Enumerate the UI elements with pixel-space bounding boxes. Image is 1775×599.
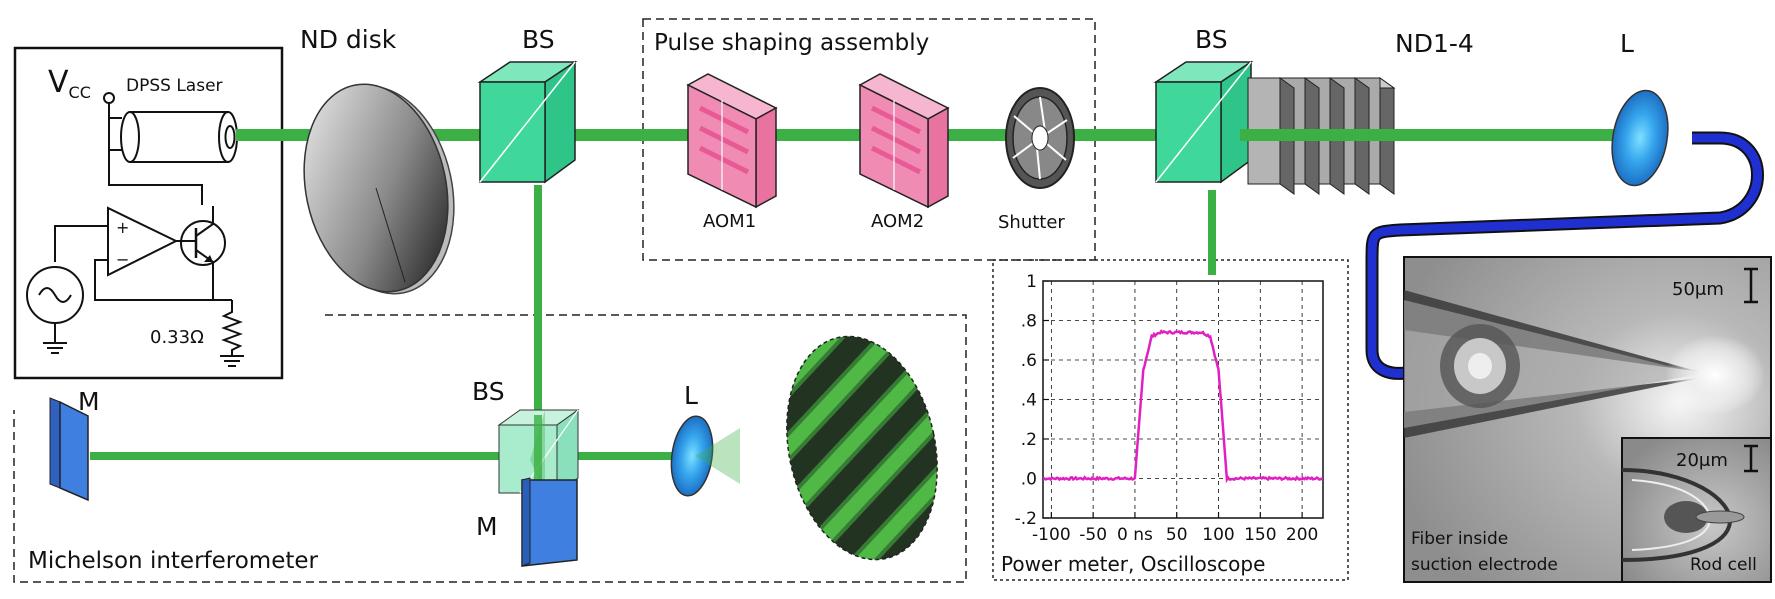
mirror-1 — [49, 397, 89, 502]
y-tick-label: .4 — [1021, 391, 1037, 411]
opamp-minus-label: − — [116, 250, 129, 269]
nd-disk-label: ND disk — [300, 25, 397, 54]
x-tick-label: -50 — [1079, 525, 1107, 545]
aom1-label: AOM1 — [703, 211, 756, 232]
scale-50-label: 50μm — [1672, 279, 1724, 300]
michelson-box — [13, 314, 967, 583]
nd14-label: ND1-4 — [1395, 29, 1474, 58]
aom-1 — [686, 73, 778, 209]
fiber-caption-line1: Fiber inside — [1411, 529, 1508, 549]
microscope-image — [1403, 256, 1772, 583]
beam-splitter-2 — [1153, 60, 1254, 184]
lens-1 — [1611, 89, 1669, 187]
rod-cell-label: Rod cell — [1690, 555, 1757, 575]
power-meter-label: Power meter, Oscilloscope — [1001, 552, 1265, 576]
aom-2 — [858, 73, 950, 209]
x-tick-label: 200 — [1286, 525, 1318, 545]
fiber-caption-line2: suction electrode — [1411, 555, 1558, 575]
lens-1-label: L — [1620, 29, 1634, 58]
pulse-shaping-label: Pulse shaping assembly — [654, 30, 929, 56]
laser-label: DPSS Laser — [126, 76, 223, 96]
x-tick-label: 150 — [1244, 525, 1276, 545]
pulse-trace — [1042, 329, 1323, 484]
x-tick-label: 50 — [1166, 525, 1188, 545]
oscilloscope-box — [992, 259, 1349, 581]
x-tick-label: 0 ns — [1117, 525, 1153, 545]
interference-fringes — [786, 335, 938, 561]
y-tick-label: -.2 — [1015, 509, 1037, 529]
bs-2-label: BS — [1195, 25, 1228, 54]
y-tick-label: .0 — [1021, 470, 1037, 490]
y-tick-label: .8 — [1021, 312, 1037, 332]
x-tick-label: 100 — [1202, 525, 1234, 545]
opamp-plus-label: + — [116, 218, 129, 237]
lens-2-label: L — [684, 381, 698, 410]
shutter-icon — [1005, 87, 1075, 189]
y-tick-label: .2 — [1021, 430, 1037, 450]
oscilloscope-plot: 1 .8 .6 .4 .2 .0 -.2-100 -50 0 ns 50 100 150 200 — [1015, 272, 1324, 545]
y-tick-label: .6 — [1021, 351, 1037, 371]
aom2-label: AOM2 — [871, 211, 924, 232]
bs-3-label: BS — [472, 377, 505, 406]
opamp-symbol — [107, 206, 179, 277]
beam-splitter-1 — [477, 60, 578, 184]
scale-20-label: 20μm — [1676, 450, 1728, 471]
nd-disk — [303, 83, 455, 295]
mirror-1-label: M — [78, 387, 100, 416]
resistor-symbol — [221, 300, 243, 356]
resistor-label: 0.33Ω — [150, 327, 204, 348]
mirror-2-label: M — [476, 512, 498, 541]
mirror-2 — [521, 477, 578, 567]
shutter-label: Shutter — [998, 212, 1065, 233]
x-tick-label: -100 — [1032, 525, 1071, 545]
vcc-label: VCC — [48, 65, 91, 102]
lens-2 — [670, 415, 714, 497]
michelson-label: Michelson interferometer — [28, 548, 319, 574]
y-tick-label: 1 — [1026, 272, 1037, 292]
transistor-symbol — [180, 220, 226, 266]
bs-1-label: BS — [522, 25, 555, 54]
laser-circuit: VCC DPSS Laser + − — [13, 46, 284, 380]
